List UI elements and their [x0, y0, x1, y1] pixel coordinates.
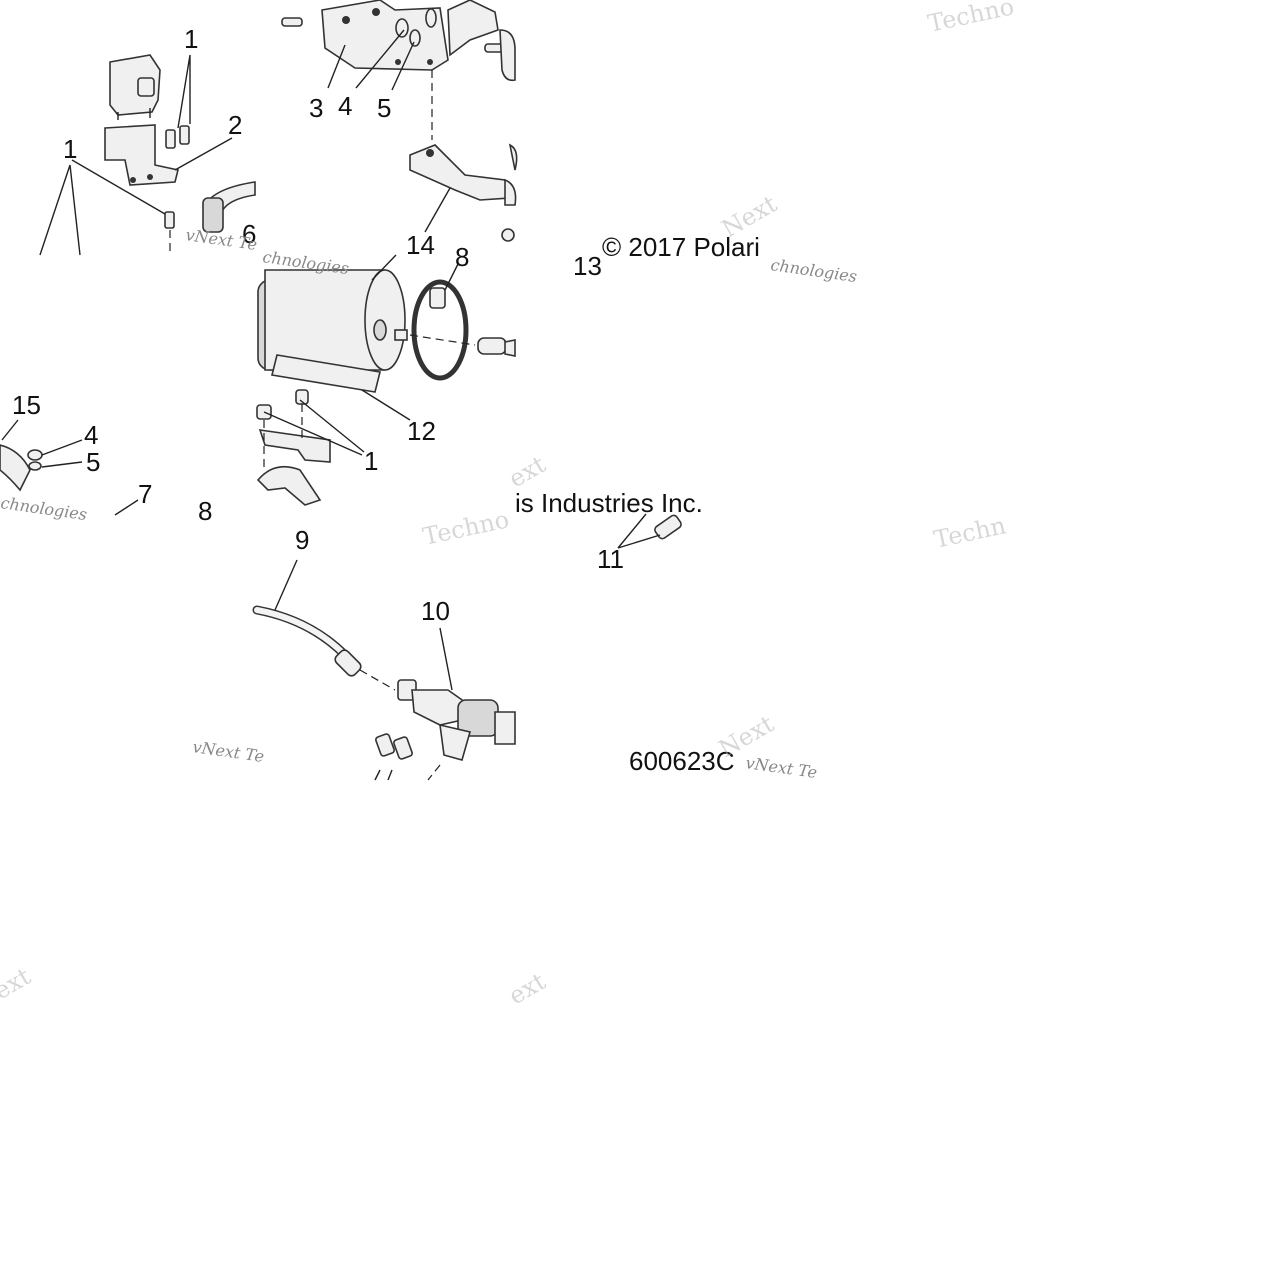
- relay-bracket: [104, 124, 179, 186]
- callout-12: 12: [407, 416, 436, 446]
- watermark-techno-2: Techno: [420, 505, 511, 551]
- watermark-technologies-3: chnologies: [769, 255, 858, 286]
- sensor-10: [397, 679, 516, 761]
- callout-14: 14: [406, 230, 435, 260]
- bolts-10: [375, 733, 413, 760]
- callout-1a: 1: [184, 24, 198, 54]
- watermark-vnext-2: vNext Te: [191, 737, 265, 766]
- callout-13: 13: [573, 251, 602, 281]
- wire-6: [202, 181, 256, 233]
- watermark-techno-1: Techno: [925, 0, 1016, 38]
- clamp-ring-8: [411, 279, 469, 381]
- watermark-technologies-2: chnologies: [0, 493, 88, 524]
- bracket-side: [447, 0, 516, 82]
- figure-number: 600623C: [629, 746, 735, 776]
- callout-7: 7: [138, 479, 152, 509]
- terminal-15: [0, 444, 43, 492]
- watermark-ext-1: ext: [504, 450, 551, 493]
- callout-1c: 1: [364, 446, 378, 476]
- watermark-ext-2: ext: [0, 962, 36, 1005]
- copyright-text-a: © 2017 Polari: [602, 232, 760, 262]
- mount-bracket-3: [321, 0, 449, 71]
- callout-3: 3: [309, 93, 323, 123]
- callout-15: 15: [12, 390, 41, 420]
- callout-1b: 1: [63, 134, 77, 164]
- bolt-top: [281, 17, 303, 27]
- cable-9: [252, 605, 362, 677]
- watermark-ext-3: ext: [504, 967, 551, 1010]
- relay-solenoid: [109, 54, 161, 120]
- callout-9: 9: [295, 525, 309, 555]
- copyright-text-b: is Industries Inc.: [515, 488, 703, 518]
- wire-connector: [409, 334, 516, 357]
- callout-5a: 5: [377, 93, 391, 123]
- watermark-techn-3: Techn: [931, 511, 1008, 554]
- starter-motor: [257, 269, 408, 371]
- bracket-14: [409, 144, 512, 201]
- callout-2: 2: [228, 110, 242, 140]
- washers-4-5: [395, 8, 437, 47]
- watermark-vnext-3: vNext Te: [744, 753, 818, 782]
- gasket-12: [271, 354, 381, 393]
- callout-4b: 4: [84, 420, 98, 450]
- bolt-11: [654, 514, 682, 540]
- callout-5b: 5: [86, 447, 100, 477]
- bolts-1a: [164, 125, 190, 229]
- callout-8a: 8: [455, 242, 469, 272]
- callout-8b: 8: [198, 496, 212, 526]
- callout-11: 11: [597, 544, 624, 574]
- callout-10: 10: [421, 596, 450, 626]
- plate-1c: [256, 389, 331, 506]
- callout-4a: 4: [338, 91, 352, 121]
- callout-6: 6: [242, 219, 256, 249]
